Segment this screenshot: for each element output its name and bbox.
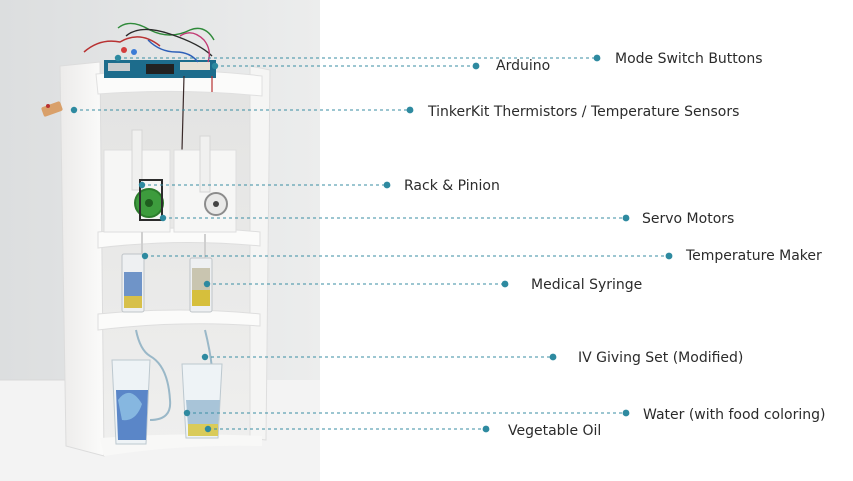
label-rack-pinion: Rack & Pinion xyxy=(404,178,500,194)
anchor-dot-rack-pinion xyxy=(138,181,146,189)
leader-rack-pinion xyxy=(138,181,391,189)
anchor-dot-servo-motors xyxy=(159,214,167,222)
anchor-dot-thermistors xyxy=(70,106,78,114)
label-servo-motors: Servo Motors xyxy=(642,211,735,227)
label-dot-mode-switch-buttons xyxy=(593,54,601,62)
thermistor-sensor xyxy=(41,101,63,117)
arduino-board xyxy=(83,22,216,151)
rack-and-pinion-housing xyxy=(103,129,237,233)
label-water: Water (with food coloring) xyxy=(643,407,826,423)
label-dot-water xyxy=(622,409,630,417)
medical-syringes xyxy=(121,232,213,313)
anchor-dot-arduino xyxy=(211,62,219,70)
label-dot-servo-motors xyxy=(622,214,630,222)
leader-medical-syringe xyxy=(203,280,509,288)
label-iv-giving-set: IV Giving Set (Modified) xyxy=(578,350,744,366)
label-dot-iv-giving-set xyxy=(549,353,557,361)
label-dot-rack-pinion xyxy=(383,181,391,189)
label-thermistors: TinkerKit Thermistors / Temperature Sens… xyxy=(428,104,740,120)
anchor-dot-mode-switch-buttons xyxy=(114,54,122,62)
leader-mode-switch-buttons xyxy=(114,54,601,62)
leader-vegetable-oil xyxy=(204,425,490,433)
label-temperature-maker: Temperature Maker xyxy=(686,248,822,264)
label-dot-temperature-maker xyxy=(665,252,673,260)
leader-water xyxy=(183,409,630,417)
leader-iv-giving-set xyxy=(201,353,557,361)
leader-temperature-maker xyxy=(141,252,673,260)
anchor-dot-temperature-maker xyxy=(141,252,149,260)
leader-thermistors xyxy=(70,106,414,114)
shelf-unit xyxy=(59,61,271,457)
anchor-dot-iv-giving-set xyxy=(201,353,209,361)
label-medical-syringe: Medical Syringe xyxy=(531,277,643,293)
label-dot-arduino xyxy=(472,62,480,70)
leader-arduino xyxy=(211,62,480,70)
label-arduino: Arduino xyxy=(496,58,551,74)
leader-servo-motors xyxy=(159,214,630,222)
label-dot-medical-syringe xyxy=(501,280,509,288)
label-mode-switch-buttons: Mode Switch Buttons xyxy=(615,51,763,67)
anchor-dot-medical-syringe xyxy=(203,280,211,288)
label-dot-thermistors xyxy=(406,106,414,114)
label-dot-vegetable-oil xyxy=(482,425,490,433)
anchor-dot-vegetable-oil xyxy=(204,425,212,433)
cups-and-iv-tubing xyxy=(111,329,223,445)
label-vegetable-oil: Vegetable Oil xyxy=(508,423,602,439)
anchor-dot-water xyxy=(183,409,191,417)
